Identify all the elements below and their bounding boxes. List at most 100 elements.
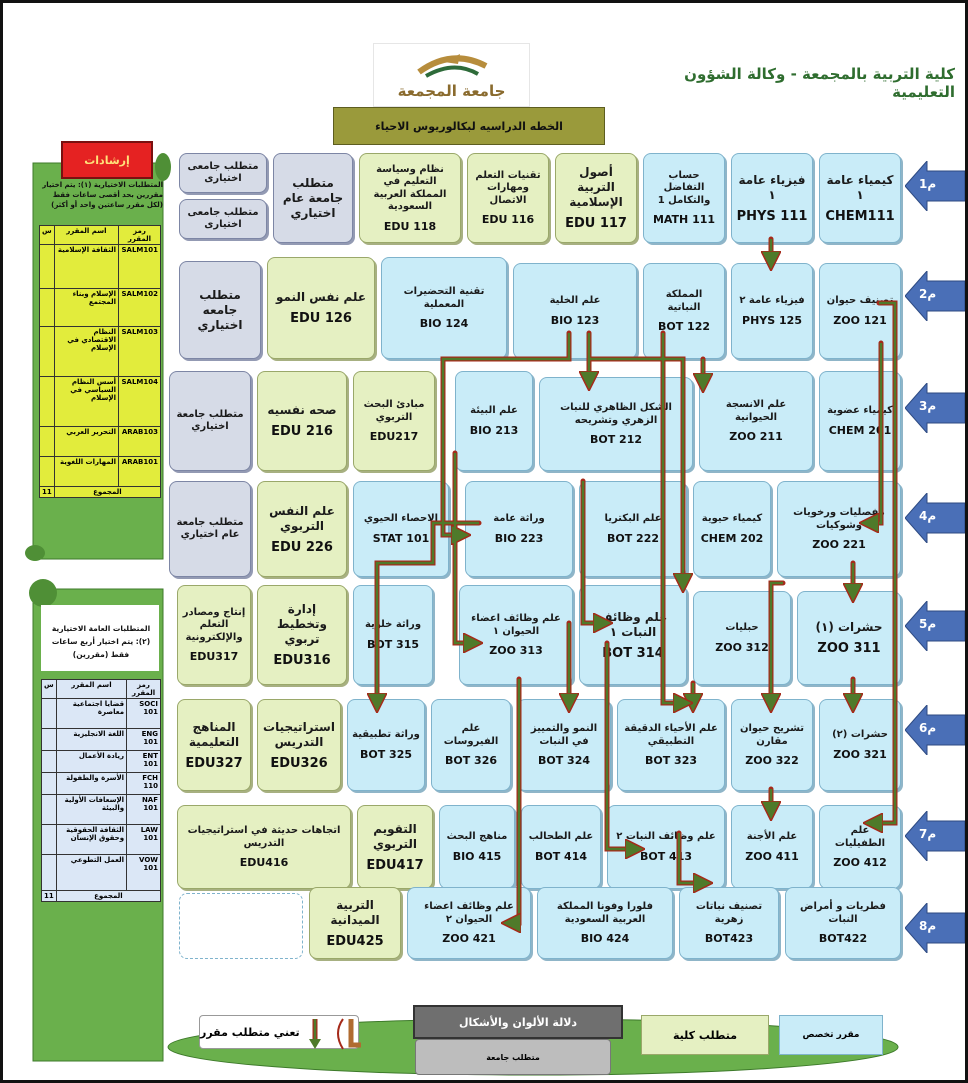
course-name: تقنية التحضيرات المعملية: [403, 286, 485, 310]
semester-label: م7: [919, 827, 937, 841]
course-name: علم الطحالب: [528, 831, 594, 843]
course-name: علم النفس التربوي: [269, 503, 335, 533]
course-name: تقنيات التعلم ومهارات الاتصال: [475, 169, 541, 206]
course-university-elective-s4[interactable]: متطلب جامعة عام اختياري: [169, 481, 251, 577]
arrow-bot122-bot314: [586, 356, 686, 586]
course-name: استراتيجيات التدريس: [263, 719, 335, 749]
legend-arrow-icon: [309, 1018, 361, 1050]
prerequisite-arrows: [3, 236, 898, 1080]
course-code: BOT 326: [444, 754, 498, 767]
course-name: إدارة وتخطيط تربوي: [276, 602, 328, 646]
course-code: ZOO 211: [729, 430, 783, 443]
electives-panel-1: إرشادات المتطلبات الاختيارية (١): يتم اخ…: [23, 141, 171, 563]
course-edu226[interactable]: علم النفس التربوي EDU 226: [257, 481, 347, 577]
course-name: علم الطفيليات: [834, 825, 886, 849]
course-name: مفصليات ورخويات وشوكيات: [793, 507, 885, 531]
semester-arrow-7: م7: [905, 811, 965, 861]
course-university-elective-2[interactable]: متطلب جامعى اختيارى: [179, 153, 267, 193]
course-name: المملكة النباتية: [665, 289, 703, 313]
university-logo: جامعة المجمعة: [373, 43, 530, 107]
table-cell-name: المهارات اللغوية: [53, 456, 119, 487]
legend-college-req: متطلب كلية: [641, 1015, 769, 1055]
course-name: مناهج البحث: [446, 831, 508, 843]
table-cell-name: أسس النظام السياسي في الإسلام: [53, 376, 119, 427]
course-name: علم الخلية: [549, 295, 601, 307]
course-code: EDU417: [366, 857, 424, 873]
course-zoo311[interactable]: حشرات (١)ZOO 311: [797, 591, 901, 685]
course-code: BOT 414: [534, 849, 588, 863]
course-code: EDU 126: [290, 311, 352, 326]
arrow-zoo121-zoo221: [866, 340, 884, 526]
course-name: المناهج التعليمية: [188, 719, 240, 749]
course-name: اتجاهات حديثة في استراتيجيات التدريس: [187, 825, 341, 849]
course-university-elective-3[interactable]: متطلب جامعى اختيارى: [179, 199, 267, 239]
course-name: تصنيف حيوان: [826, 295, 894, 307]
course-university-elective-s2[interactable]: متطلب جامعه اختياري: [179, 261, 261, 359]
course-code: BOT423: [704, 932, 754, 945]
semester-arrow-4: م4: [905, 493, 965, 543]
course-bio123[interactable]: علم الخلية BIO 123: [513, 263, 637, 359]
arrow-bot222-bot314: [580, 478, 606, 626]
course-code: CHEM 202: [700, 531, 764, 545]
course-edu118[interactable]: نظام وسياسة التعليم في المملكة العربية ا…: [359, 153, 461, 243]
semester-arrow-6: م6: [905, 705, 965, 755]
course-zoo321[interactable]: حشرات (٢)ZOO 321: [819, 699, 901, 791]
course-name: الشكل الظاهري للنبات الزهري وتشريحه: [560, 402, 672, 426]
course-university-elective-s3[interactable]: متطلب جامعة اختياري: [169, 371, 251, 471]
course-code: EDU 226: [271, 539, 333, 555]
electives-note-1: المتطلبات الاختيارية (١): يتم اختيار مقر…: [42, 181, 163, 209]
course-code: BIO 123: [550, 313, 600, 327]
course-name: تشريح حيوان مقارن: [739, 723, 805, 747]
course-name: فطريات و أمراض النبات: [800, 901, 886, 925]
page-title: كلية التربية بالمجمعة - وكالة الشؤون الت…: [684, 65, 955, 101]
legend-university-req: متطلب جامعة: [415, 1039, 611, 1075]
semester-label: م3: [919, 399, 937, 413]
course-university-elective-1[interactable]: متطلب جامعة عام اختياري: [273, 153, 353, 243]
course-name: كيمياء عضوية: [827, 405, 893, 417]
